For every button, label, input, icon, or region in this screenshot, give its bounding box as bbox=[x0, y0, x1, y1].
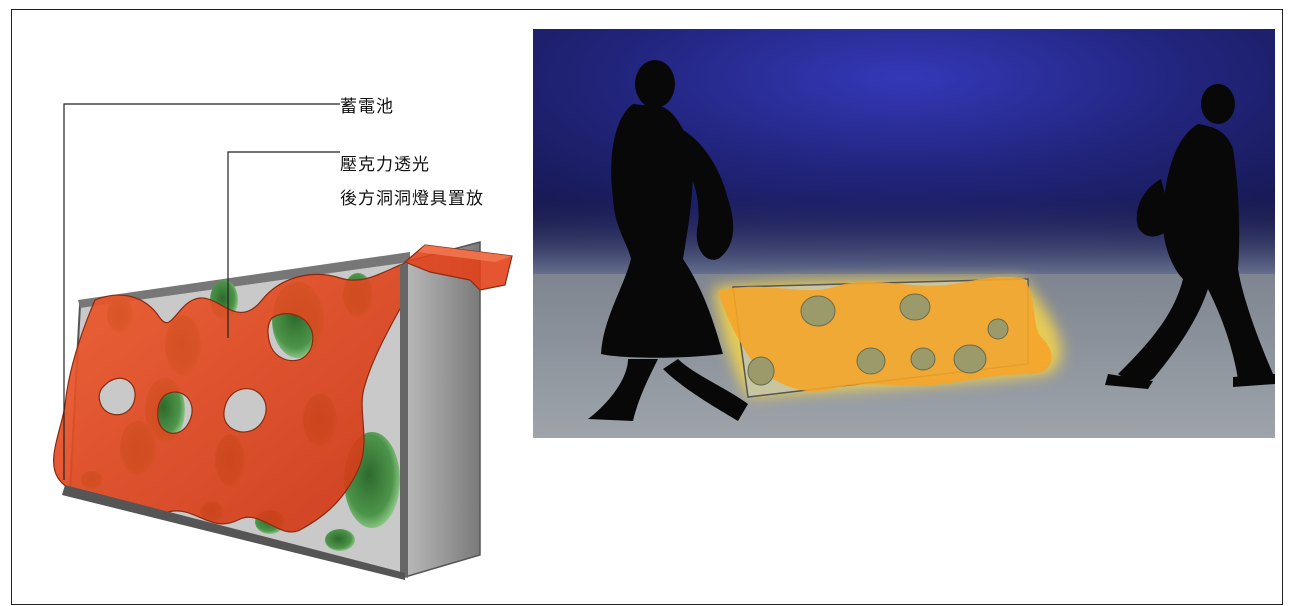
woman-silhouette bbox=[588, 60, 748, 421]
bottom-rail bbox=[62, 485, 405, 580]
acrylic-panel bbox=[53, 261, 409, 533]
concrete-end-block bbox=[404, 241, 481, 579]
panel-top-edge bbox=[78, 252, 410, 308]
concrete-front-face bbox=[400, 263, 408, 578]
night-scene-render bbox=[533, 29, 1275, 438]
leader-battery bbox=[63, 103, 340, 480]
man-silhouette bbox=[1105, 84, 1275, 389]
glowing-bench bbox=[713, 276, 1062, 398]
leader-acrylic bbox=[227, 151, 340, 338]
label-lamp-placement: 後方洞洞燈具置放 bbox=[340, 189, 484, 209]
bench-3d-diagram bbox=[53, 103, 513, 580]
label-acrylic: 壓克力透光 bbox=[340, 155, 430, 175]
label-battery: 蓄電池 bbox=[340, 97, 394, 117]
